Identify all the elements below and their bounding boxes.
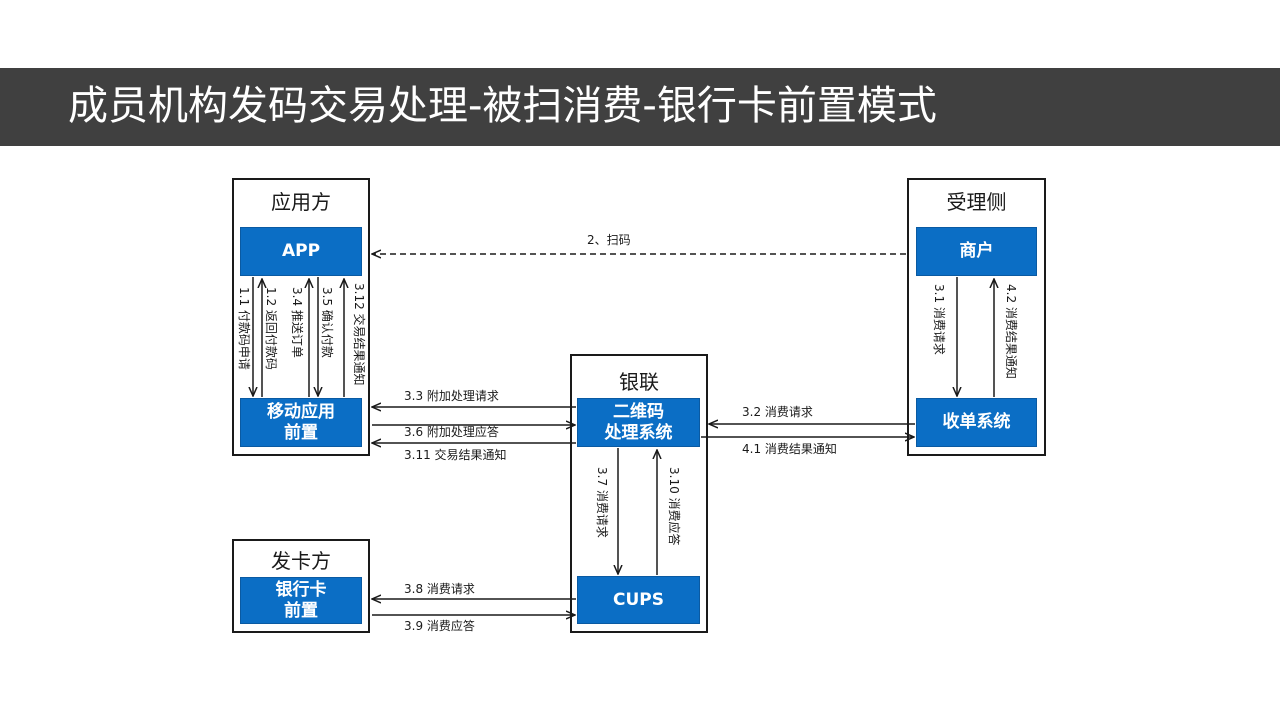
page-title: 成员机构发码交易处理-被扫消费-银行卡前置模式 [68,83,937,129]
label-3-11: 3.11 交易结果通知 [404,448,507,462]
cups-box: CUPS [577,576,700,624]
label-3-10: 3.10 消费应答 [667,467,681,546]
panel-title-acquirer-side: 受理侧 [946,190,1007,214]
label-3-6: 3.6 附加处理应答 [404,425,499,439]
label-scan: 2、扫码 [587,233,631,247]
label-3-9: 3.9 消费应答 [404,619,475,633]
label-3-7: 3.7 消费请求 [595,467,609,538]
acquiring-system-box: 收单系统 [916,398,1037,447]
label-3-1: 3.1 消费请求 [932,284,946,355]
bank-card-front-box: 银行卡 前置 [240,577,362,624]
panel-title-unionpay: 银联 [619,370,659,394]
label-3-3: 3.3 附加处理请求 [404,389,499,403]
title-bar: 成员机构发码交易处理-被扫消费-银行卡前置模式 [0,68,1280,146]
label-4-2: 4.2 消费结果通知 [1004,284,1018,379]
label-3-4: 3.4 推送订单 [290,287,304,358]
qr-processing-box: 二维码 处理系统 [577,398,700,447]
app-box: APP [240,227,362,276]
label-4-1: 4.1 消费结果通知 [742,442,837,456]
label-3-5: 3.5 确认付款 [320,287,334,358]
mobile-front-box: 移动应用 前置 [240,398,362,447]
label-1-1: 1.1 付款码申请 [237,287,251,370]
panel-title-issuer-side: 发卡方 [271,549,331,573]
merchant-box: 商户 [916,227,1037,276]
label-3-12: 3.12 交易结果通知 [352,283,366,386]
panel-title-app-side: 应用方 [271,190,331,214]
label-3-2: 3.2 消费请求 [742,405,813,419]
label-3-8: 3.8 消费请求 [404,582,475,596]
label-1-2: 1.2 返回付款码 [264,287,278,370]
